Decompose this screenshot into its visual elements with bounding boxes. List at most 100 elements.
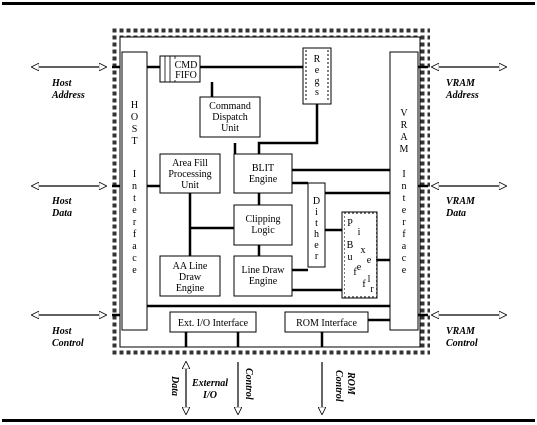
vram-data-label: VRAM bbox=[446, 196, 476, 207]
vram-interface-char: r bbox=[402, 217, 406, 228]
vram-control-label: Control bbox=[446, 338, 478, 349]
blit-engine-label: BLIT bbox=[252, 163, 274, 174]
regs-char: e bbox=[315, 65, 320, 76]
host-interface-char: S bbox=[132, 124, 138, 135]
vram-control-label: VRAM bbox=[446, 326, 476, 337]
area-fill-block: Area Fill Processing Unit bbox=[159, 153, 221, 194]
pixel-buffer-char: i bbox=[358, 227, 361, 238]
line-draw-block: Line Draw Engine bbox=[233, 255, 293, 297]
command-dispatch-label: Dispatch bbox=[212, 112, 248, 123]
host-interface-label: H O S T I n t e r f a c e bbox=[131, 100, 138, 276]
clipping-logic-block: Clipping Logic bbox=[233, 204, 293, 246]
command-dispatch-label: Command bbox=[209, 101, 251, 112]
line-draw-label: Engine bbox=[249, 276, 278, 287]
pixel-buffer-char: P bbox=[347, 218, 353, 229]
vram-interface-char: I bbox=[402, 169, 405, 180]
vram-interface-char: t bbox=[403, 193, 406, 204]
area-fill-label: Area Fill bbox=[172, 158, 208, 169]
host-interface-char: H bbox=[131, 100, 138, 111]
command-dispatch-block: Command Dispatch Unit bbox=[199, 96, 261, 138]
host-interface-char: r bbox=[133, 217, 137, 228]
dither-char: h bbox=[314, 229, 319, 240]
pixel-buffer-char: f bbox=[353, 267, 357, 278]
vram-interface-char: a bbox=[402, 241, 407, 252]
host-interface-char: I bbox=[133, 169, 136, 180]
dither-char: e bbox=[314, 240, 319, 251]
clipping-logic-label: Logic bbox=[251, 225, 275, 236]
ext-io-interface-block: Ext. I/O Interface bbox=[169, 311, 257, 333]
ext-data-label: Data bbox=[169, 375, 180, 396]
internal-buses bbox=[112, 65, 428, 347]
regs-char: s bbox=[315, 87, 319, 98]
rom-interface-label: ROM Interface bbox=[296, 318, 357, 329]
dither-char: D bbox=[313, 196, 320, 207]
regs-char: R bbox=[314, 54, 321, 65]
host-control-label: Host bbox=[51, 326, 73, 337]
host-interface-char: O bbox=[131, 112, 138, 123]
vram-interface-label: V R A M I n t e r f a c e bbox=[400, 108, 409, 276]
host-address-label: Host bbox=[51, 78, 73, 89]
external-io-label: External bbox=[191, 378, 228, 389]
dither-char: i bbox=[315, 207, 318, 218]
vram-interface-block bbox=[389, 51, 419, 331]
vram-address-label: Address bbox=[445, 90, 479, 101]
host-interface-char: e bbox=[132, 205, 137, 216]
dither-char: r bbox=[315, 251, 319, 262]
rom-control-label: Control bbox=[333, 370, 344, 402]
bottom-rule bbox=[2, 419, 535, 422]
pixel-buffer-char: l bbox=[368, 274, 371, 285]
external-io-label: I/O bbox=[202, 390, 217, 401]
pixel-buffer-char: e bbox=[357, 262, 362, 273]
area-fill-label: Unit bbox=[181, 180, 199, 191]
host-control-label: Control bbox=[52, 338, 84, 349]
clipping-logic-label: Clipping bbox=[245, 214, 280, 225]
vram-address-label: VRAM bbox=[446, 78, 476, 89]
host-interface-char: T bbox=[131, 136, 137, 147]
pixel-buffer-block: P i x e l B u f f e r bbox=[341, 211, 378, 299]
host-interface-char: f bbox=[133, 229, 137, 240]
vram-interface-char: R bbox=[401, 120, 408, 131]
aa-line-draw-label: Engine bbox=[176, 283, 205, 294]
host-data-label: Data bbox=[51, 208, 72, 219]
pixel-buffer-char: x bbox=[361, 245, 366, 256]
pixel-buffer-char: u bbox=[348, 252, 353, 263]
vram-interface-char: e bbox=[402, 205, 407, 216]
host-interface-char: c bbox=[132, 253, 137, 264]
blit-engine-label: Engine bbox=[249, 174, 278, 185]
aa-line-draw-label: Draw bbox=[179, 272, 202, 283]
cmd-fifo-label: FIFO bbox=[175, 70, 197, 81]
host-interface-char: e bbox=[132, 265, 137, 276]
host-data-label: Host bbox=[51, 196, 73, 207]
pixel-buffer-char: B bbox=[347, 240, 354, 251]
vram-data-label: Data bbox=[445, 208, 466, 219]
command-dispatch-label: Unit bbox=[221, 123, 239, 134]
pixel-buffer-char: f bbox=[362, 279, 366, 290]
ext-io-interface-label: Ext. I/O Interface bbox=[178, 318, 249, 329]
aa-line-draw-label: AA Line bbox=[173, 261, 208, 272]
host-interface-block bbox=[121, 51, 148, 331]
vram-interface-char: c bbox=[402, 253, 407, 264]
regs-block: R e g s bbox=[302, 47, 332, 105]
vram-interface-char: M bbox=[400, 144, 409, 155]
vram-interface-char: f bbox=[402, 229, 406, 240]
vram-interface-char: A bbox=[400, 132, 408, 143]
line-draw-label: Line Draw bbox=[241, 265, 285, 276]
cmd-fifo-block: CMD FIFO bbox=[159, 55, 201, 83]
host-interface-char: n bbox=[132, 181, 137, 192]
host-interface-char: t bbox=[133, 193, 136, 204]
rom-interface-block: ROM Interface bbox=[284, 311, 369, 333]
vram-interface-char: e bbox=[402, 265, 407, 276]
vram-interface-char: n bbox=[402, 181, 407, 192]
area-fill-label: Processing bbox=[168, 169, 211, 180]
host-interface-char: a bbox=[132, 241, 137, 252]
ext-control-label: Control bbox=[243, 368, 254, 400]
blit-engine-block: BLIT Engine bbox=[233, 153, 293, 194]
aa-line-draw-block: AA Line Draw Engine bbox=[159, 255, 221, 297]
pixel-buffer-char: e bbox=[367, 255, 372, 266]
host-address-label: Address bbox=[51, 90, 85, 101]
cmd-fifo-label: CMD bbox=[175, 60, 198, 71]
top-rule bbox=[2, 2, 535, 5]
dither-block: D i t h e r bbox=[307, 182, 326, 268]
pixel-buffer-char: r bbox=[370, 284, 374, 295]
